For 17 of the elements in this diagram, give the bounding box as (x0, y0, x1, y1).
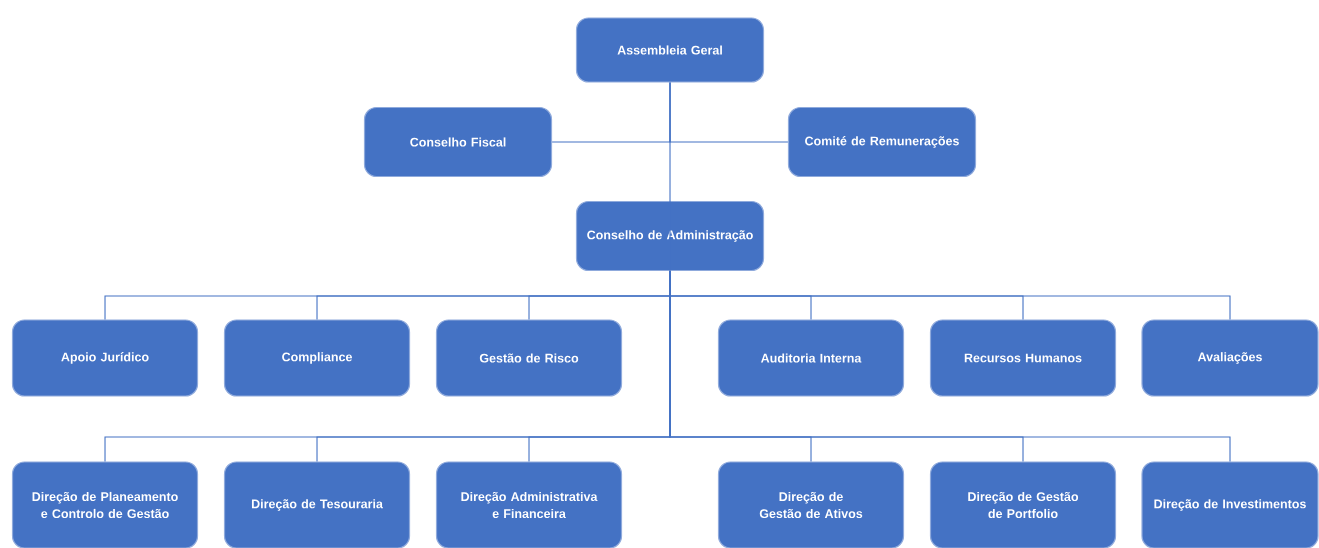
connector-line (669, 270, 1231, 462)
org-box: Direção Administrativa e Financeira (435, 461, 623, 548)
org-box: Assembleia Geral (575, 17, 765, 83)
org-box: Apoio Jurídico (11, 319, 199, 397)
org-box: Conselho de Administração (575, 200, 765, 272)
org-box: Direção de Gestão de Ativos (717, 461, 905, 548)
org-box: Auditoria Interna (717, 319, 905, 397)
org-box: Direção de Investimentos (1141, 461, 1319, 548)
org-box: Avaliações (1141, 319, 1319, 397)
org-box: Direção de Gestão de Portfolio (929, 461, 1117, 548)
org-box: Gestão de Risco (435, 319, 623, 397)
org-box: Direção de Tesouraria (223, 461, 411, 548)
org-box: Conselho Fiscal (363, 106, 553, 178)
org-box: Recursos Humanos (929, 319, 1117, 397)
org-box: Direção de Planeamento e Controlo de Gestão (11, 461, 199, 548)
org-box: Comité de Remunerações (787, 106, 977, 178)
org-box: Compliance (223, 319, 411, 397)
